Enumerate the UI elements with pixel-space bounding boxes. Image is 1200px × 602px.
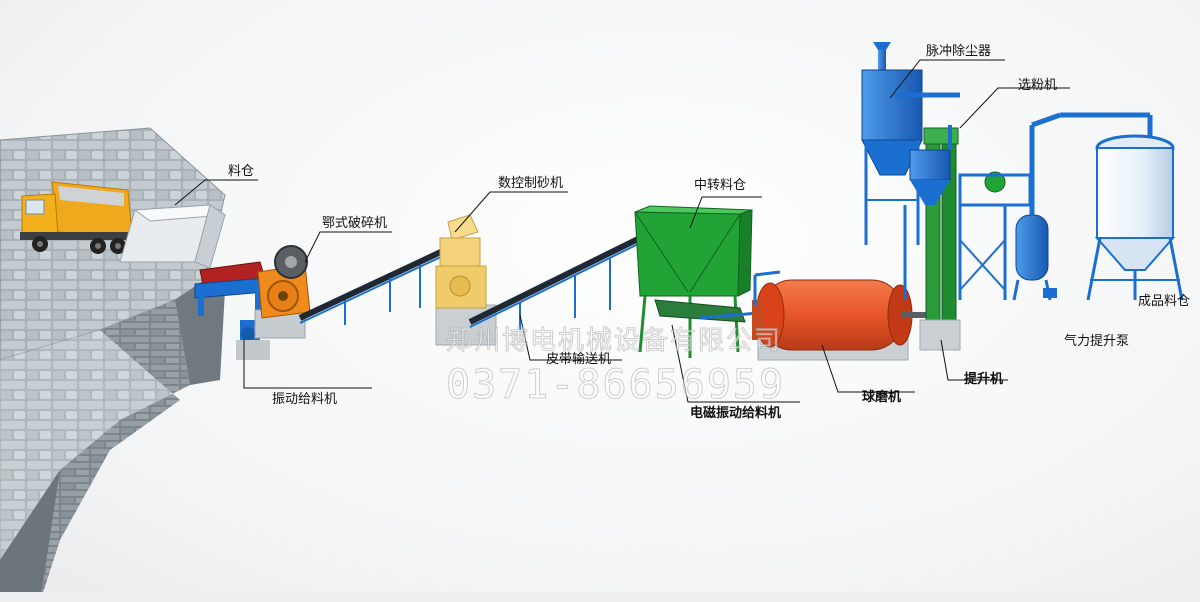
label-pulse-dust-collector: 脉冲除尘器 [926,44,992,59]
powder-separator [903,125,1032,300]
belt-conveyor-2 [468,235,642,330]
label-hopper: 料仓 [228,164,255,179]
dump-truck [20,181,133,254]
watermark-company: 郑州博电机械设备有限公司 [445,326,783,357]
hopper [119,204,227,269]
label-vibrating-feeder: 振动给料机 [272,392,338,407]
label-pneumatic-pump: 气力提升泵 [1064,334,1130,349]
jaw-crusher [254,245,311,339]
belt-conveyor-1 [298,247,447,325]
label-elevator: 提升机 [964,372,1004,387]
label-em-vibrating-feeder: 电磁振动给料机 [690,406,782,421]
pneumatic-pump [1012,112,1153,301]
product-silo [1086,134,1184,301]
label-jaw-crusher: 鄂式破碎机 [322,216,388,231]
ground-strip [0,592,1200,602]
label-belt-conveyor: 皮带输送机 [546,352,612,367]
label-product-silo: 成品料仓 [1138,294,1191,309]
transfer-bin [634,205,753,358]
leader-lines [174,59,1070,403]
ball-mill [752,270,930,361]
watermark-phone: 0371-86656959 [445,362,786,409]
label-separator: 选粉机 [1018,78,1058,93]
label-transfer-bin: 中转料仓 [694,178,747,193]
label-ball-mill: 球磨机 [862,390,902,405]
label-sand-maker: 数控制砂机 [498,176,564,191]
